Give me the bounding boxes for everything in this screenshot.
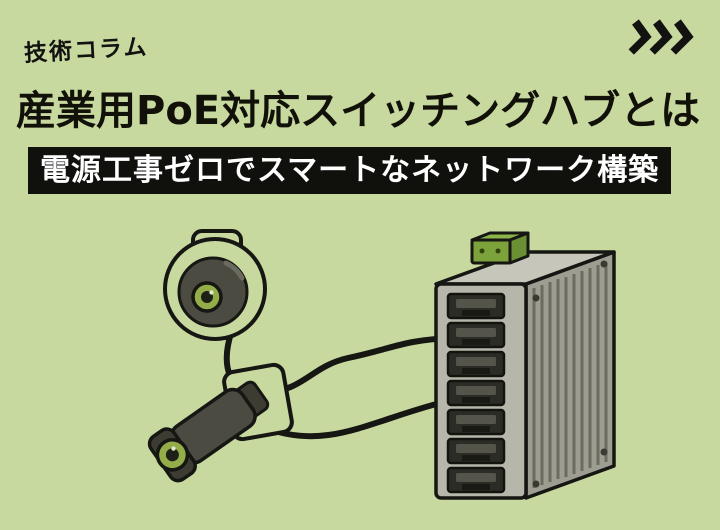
chevron-1 [628,19,652,55]
poe-switching-hub [434,231,616,500]
terminal-block [470,231,530,265]
bullet-lens-highlight [171,446,176,451]
subtitle-badge: 電源工事ゼロでスマートなネットワーク構築 [28,147,672,194]
switch-fins [532,262,608,488]
dome-glint [223,260,245,281]
chevron-3 [670,19,694,55]
switch-port [446,379,506,407]
switch-screw [532,294,540,302]
switch-port [446,466,506,494]
cable-bullet-to-switch [263,397,455,440]
chevron-2 [649,19,673,55]
bullet-camera-pupil [165,448,179,462]
switch-port [446,437,506,465]
page-title: 産業用PoE対応スイッチングハブとは [16,88,701,134]
terminal-block-front [470,238,512,265]
terminal-block-side [508,231,530,265]
terminal-screw [479,248,485,254]
switch-screw [600,260,608,268]
terminal-screw [495,248,501,254]
switch-port [446,408,506,436]
switch-ports [446,292,506,494]
switch-port [446,321,506,349]
triple-chevron-right-icon [628,19,694,55]
switch-port [446,292,506,320]
switch-screw [532,480,540,488]
dome-lens-highlight [209,290,214,295]
switch-port [446,350,506,378]
dome-camera [163,229,267,341]
switch-screw [600,448,608,456]
bullet-camera [147,362,294,483]
switch-side-face [524,250,616,500]
